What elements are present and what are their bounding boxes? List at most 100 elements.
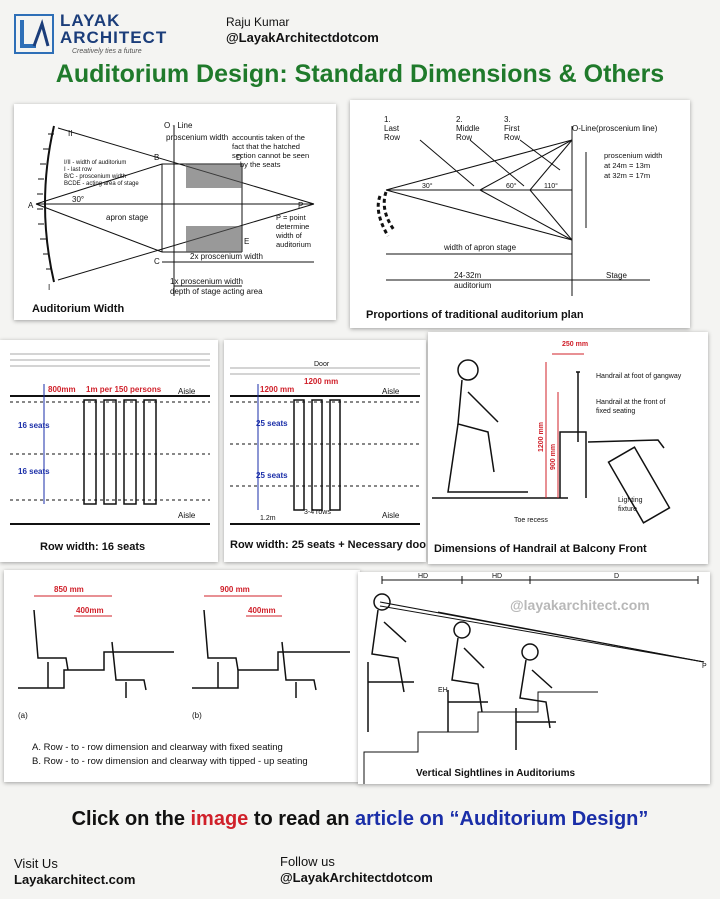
label-angle-30: 30° (72, 195, 84, 204)
row-width-25-diagram: Door 1200 mm 1200 mm Aisle Aisle 25 seat… (230, 361, 426, 551)
label-angle-60: 60° (506, 182, 517, 190)
label-d: D (614, 573, 619, 580)
label-16-seats-2: 16 seats (18, 467, 50, 476)
label-25-seats-1: 25 seats (256, 419, 288, 428)
panel-handrail[interactable]: 250 mm Handrail at foot of gangway Handr… (428, 332, 708, 564)
label-point-a: A (28, 201, 34, 210)
label-25-seats-2: 25 seats (256, 471, 288, 480)
logo-name: LAYAK ARCHITECT (60, 11, 168, 47)
row3-label-a: First (504, 124, 520, 133)
label-angle-30: 30° (422, 182, 433, 190)
logo-mark-icon (14, 14, 54, 54)
row3-number: 3. (504, 115, 511, 124)
cta-part-5: on “Auditorium Design” (413, 808, 649, 830)
author-handle[interactable]: @LayakArchitectdotcom (226, 30, 379, 45)
label-proscenium-width: proscenium width (166, 133, 228, 142)
note-accounts-4: by the seats (240, 160, 281, 169)
panel-row-width-16[interactable]: 800mm 1m per 150 persons Aisle Aisle 16 … (0, 340, 218, 562)
label-hd-2: HD (492, 573, 502, 580)
watermark: @layakarchitect.com (510, 597, 650, 613)
note-proscenium-24m: at 24m = 13m (604, 161, 650, 170)
follow-label: Follow us (280, 854, 335, 869)
row2-label-b: Row (456, 133, 472, 142)
label-depth-auditorium: auditorium (454, 281, 492, 290)
footer-visit: Visit Us Layakarchitect.com (14, 856, 135, 888)
dim-1200mm-vertical: 1200 mm (538, 422, 545, 452)
panel-plan-proportions[interactable]: 1. Last Row 2. Middle Row 3. First Row O… (350, 100, 690, 328)
dim-1m-per-150: 1m per 150 persons (86, 385, 162, 394)
row3-label-b: Row (504, 133, 520, 142)
caption-auditorium-width: Auditorium Width (32, 303, 124, 315)
legend-line-2: I - last row (64, 167, 92, 173)
row1-label-a: Last (384, 124, 400, 133)
label-angle-110: 110° (544, 182, 558, 190)
label-point-e: E (244, 237, 249, 246)
footer-follow: Follow us @LayakArchitectdotcom (280, 854, 433, 886)
caption-sightlines: Vertical Sightlines in Auditoriums (416, 768, 576, 779)
cta-banner[interactable]: Click on the image to read an article on… (0, 808, 720, 831)
dim-1200mm-a: 1200 mm (260, 385, 294, 394)
cta-image-link[interactable]: image (190, 808, 249, 830)
label-aisle-bottom: Aisle (382, 511, 400, 520)
note-proscenium-32m: at 32m = 17m (604, 171, 650, 180)
label-depth-range: 24-32m (454, 271, 481, 280)
caption-row-width-16: Row width: 16 seats (40, 541, 145, 553)
note-handrail-gangway: Handrail at foot of gangway (596, 373, 682, 380)
visit-label: Visit Us (14, 856, 58, 871)
panel-row-width-25[interactable]: Door 1200 mm 1200 mm Aisle Aisle 25 seat… (224, 340, 426, 562)
row2-number: 2. (456, 115, 463, 124)
dim-1200mm-b: 1200 mm (304, 377, 338, 386)
label-o-line-proscenium: O-Line(proscenium line) (572, 124, 658, 133)
row2-label-a: Middle (456, 124, 480, 133)
page-title: Auditorium Design: Standard Dimensions &… (55, 60, 665, 88)
legend-line-3: B/C - proscenium width (64, 174, 126, 180)
label-stage-depth: depth of stage acting area (170, 287, 263, 296)
label-point-i: I (48, 283, 50, 292)
label-toe-recess: Toe recess (514, 517, 548, 524)
auditorium-width-diagram: II A B C D E P I 30° O - Line proscenium… (28, 121, 315, 315)
row1-label-b: Row (384, 133, 400, 142)
follow-handle-link[interactable]: @LayakArchitectdotcom (280, 870, 433, 885)
label-stage: Stage (606, 271, 627, 280)
note-proscenium-width: proscenium width (604, 151, 662, 160)
brand-logo[interactable]: LAYAK ARCHITECT Creatively ties a future (14, 10, 168, 60)
cta-article-link[interactable]: article (355, 808, 414, 830)
row-width-16-diagram: 800mm 1m per 150 persons Aisle Aisle 16 … (10, 353, 210, 553)
note-p-4: auditorium (276, 240, 311, 249)
note-accounts-3: section cannot be seen (232, 151, 309, 160)
label-hd-1: HD (418, 573, 428, 580)
label-point-p: P (298, 201, 303, 210)
panel-sightlines[interactable]: HD HD D EH P @layakarchitect.com Vertica… (358, 572, 710, 784)
author-name: Raju Kumar (226, 15, 290, 29)
panel-auditorium-width[interactable]: II A B C D E P I 30° O - Line proscenium… (14, 104, 336, 320)
label-eh: EH (438, 687, 448, 694)
note-handrail-front-2: fixed seating (596, 408, 635, 415)
label-3-4-rows: 3-4 rows (304, 509, 331, 516)
legend-line-1: I/II - width of auditorium (64, 160, 126, 166)
label-fixture: fixture (618, 506, 637, 513)
label-p: P (702, 663, 707, 670)
legend-line-4: BCDE - acting area of stage (64, 181, 139, 187)
label-b: (b) (192, 711, 202, 720)
dim-900mm-vertical: 900 mm (550, 444, 557, 470)
author-block: Raju Kumar @LayakArchitectdotcom (226, 14, 379, 46)
dim-900mm: 900 mm (220, 585, 250, 594)
caption-clearway-a: A. Row - to - row dimension and clearway… (32, 742, 283, 753)
clearway-diagram: 850 mm 400mm 900 mm 400mm (a) (b) A. Row… (18, 585, 350, 767)
visit-site-link[interactable]: Layakarchitect.com (14, 872, 136, 887)
plan-proportions-diagram: 1. Last Row 2. Middle Row 3. First Row O… (366, 115, 662, 321)
cta-part-1: Click on the (71, 808, 191, 830)
note-p-2: determine (276, 222, 309, 231)
dim-250mm: 250 mm (562, 341, 588, 348)
caption-row-width-25: Row width: 25 seats + Necessary door (230, 539, 426, 551)
label-point-b: B (154, 153, 159, 162)
handrail-diagram: 250 mm Handrail at foot of gangway Handr… (432, 341, 682, 555)
panel-clearway[interactable]: 850 mm 400mm 900 mm 400mm (a) (b) A. Row… (4, 570, 360, 782)
label-o-line: O - Line (164, 121, 193, 130)
row1-number: 1. (384, 115, 391, 124)
cta-part-3: to read an (248, 808, 356, 830)
dim-400mm-a: 400mm (76, 606, 104, 615)
label-point-c: C (154, 257, 160, 266)
caption-clearway-b: B. Row - to - row dimension and clearway… (32, 756, 308, 767)
label-door: Door (314, 361, 330, 368)
